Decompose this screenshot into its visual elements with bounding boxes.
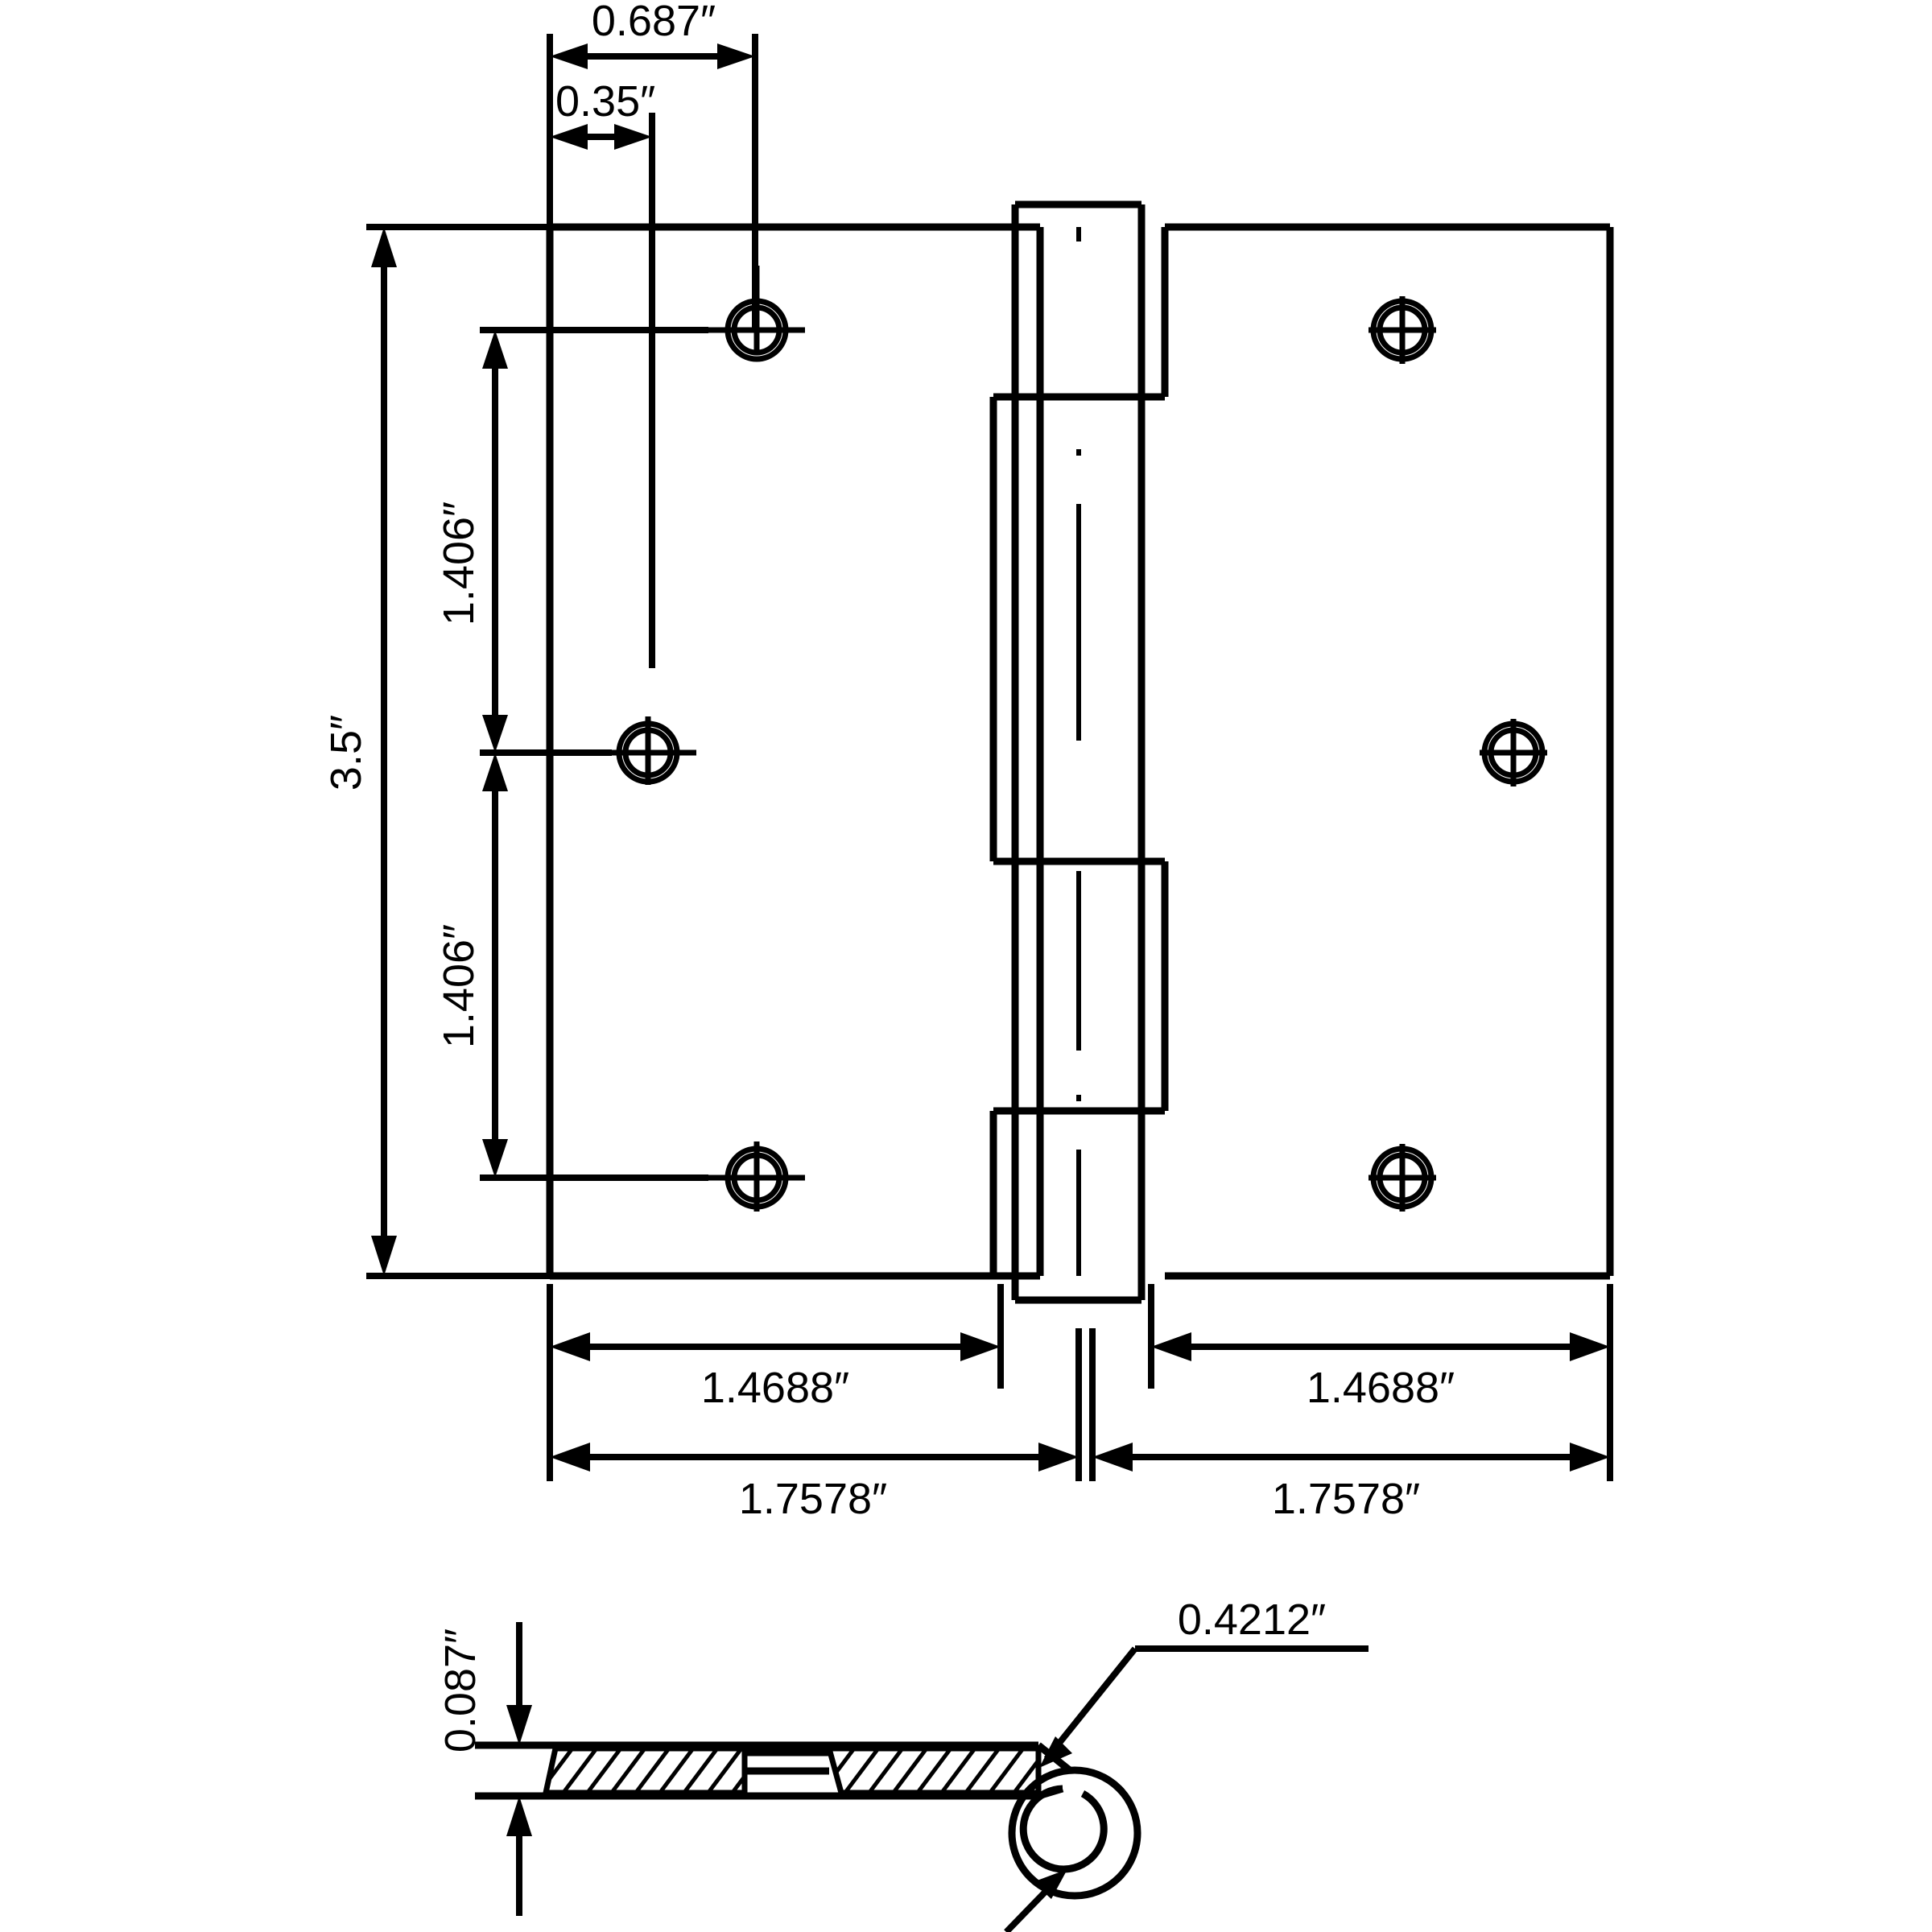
arrowhead-right (960, 1332, 1001, 1361)
arrowhead-left (550, 124, 588, 150)
arrowhead-left (550, 43, 588, 69)
section-center-recess (745, 1748, 829, 1775)
arrowhead-right (1038, 1443, 1079, 1472)
dimension-label-0687: 0.687″ (592, 0, 716, 45)
leader-knuckle-diameter: 0.4212″ (1039, 1596, 1368, 1768)
dimension-label-left-14688: 1.4688″ (701, 1364, 849, 1412)
screw-hole-left-top (676, 266, 805, 362)
dimension-hole-spacing-lower: 1.406″ (435, 753, 708, 1181)
arrowhead-right (1570, 1332, 1610, 1361)
screw-hole-right-bottom (1368, 1144, 1436, 1212)
leader-barrel-lower (1004, 1869, 1067, 1932)
arrowhead-right (717, 43, 755, 69)
dimension-overall-height: 3.5″ (322, 224, 555, 1279)
screw-hole-right-middle (1480, 719, 1547, 786)
arrowhead-left (1092, 1443, 1133, 1472)
hinge-knuckle-column (989, 200, 1169, 1304)
dimension-label-04212: 0.4212″ (1178, 1596, 1326, 1644)
arrowhead-top (371, 227, 397, 267)
dimension-left-17578: 1.7578″ (547, 1328, 1082, 1523)
leader-slant (1043, 1646, 1138, 1761)
arrowhead-up (506, 1796, 532, 1836)
arrowhead-top (482, 753, 508, 791)
dimension-right-14688: 1.4688″ (1148, 1284, 1613, 1412)
arrowhead-left (1151, 1332, 1191, 1361)
dimension-0687: 0.687″ (547, 0, 758, 332)
section-hatch-lines-left (546, 1748, 745, 1793)
barrel-inner-curl (1019, 1785, 1108, 1873)
hinge-side-section-view: 0.087″ 0.4212″ (436, 1596, 1368, 1932)
arrowhead-bottom (371, 1236, 397, 1276)
dimension-label-35: 3.5″ (322, 715, 370, 791)
leader-lower-arrowhead (1033, 1869, 1067, 1899)
dimension-035: 0.35″ (550, 77, 655, 668)
dimension-label-right-17578: 1.7578″ (1272, 1475, 1420, 1523)
arrowhead-right (614, 124, 652, 150)
dimension-leaf-thickness: 0.087″ (436, 1622, 532, 1916)
section-hatch-lines-right (829, 1748, 1038, 1793)
dimension-right-17578: 1.7578″ (1089, 1328, 1613, 1523)
section-knuckle-barrel (1008, 1742, 1141, 1900)
arrowhead-top (482, 330, 508, 369)
dimension-label-1406-lower: 1.406″ (435, 924, 483, 1048)
leader-arrowhead (1039, 1736, 1072, 1768)
dimension-label-0087: 0.087″ (436, 1629, 485, 1752)
arrowhead-left (550, 1443, 590, 1472)
dimension-label-1406-upper: 1.406″ (435, 502, 483, 625)
arrowhead-down (506, 1705, 532, 1745)
section-hatched-left (542, 1745, 748, 1796)
arrowhead-right (1570, 1443, 1610, 1472)
screw-hole-right-top (1368, 296, 1436, 364)
dimension-label-left-17578: 1.7578″ (739, 1475, 887, 1523)
dimension-label-035: 0.35″ (555, 77, 655, 126)
right-leaf (1165, 223, 1614, 1280)
section-hatched-right (825, 1745, 1042, 1796)
dimension-label-right-14688: 1.4688″ (1307, 1364, 1455, 1412)
arrowhead-bottom (482, 1139, 508, 1178)
arrowhead-bottom (482, 715, 508, 753)
arrowhead-left (550, 1332, 590, 1361)
hinge-front-view (546, 200, 1614, 1304)
dimension-left-14688: 1.4688″ (547, 1284, 1004, 1412)
dimension-hole-spacing-upper: 1.406″ (435, 327, 708, 756)
barrel-outer-circle (1008, 1766, 1141, 1900)
